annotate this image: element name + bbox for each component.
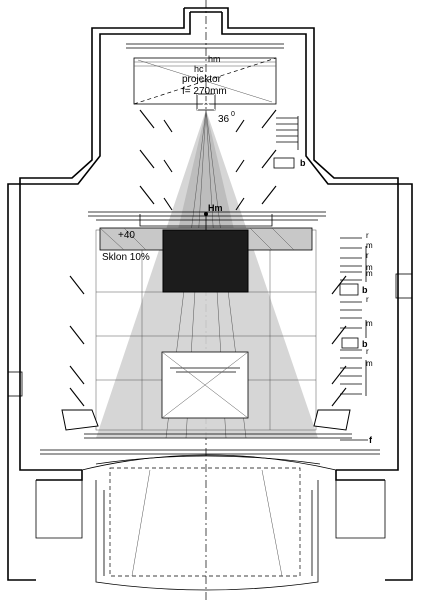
stage-outline [161, 351, 249, 419]
legend-letter: m [366, 269, 373, 278]
legend-letter: m [366, 263, 373, 272]
seat-row-left [69, 325, 85, 345]
label-b-top: b [300, 158, 306, 168]
label-f: f [369, 435, 373, 445]
seat-row-left [139, 185, 155, 205]
projection-screen [162, 229, 249, 293]
seat-row-right [331, 325, 347, 345]
seating-right [235, 109, 347, 407]
legend-letter: m [366, 359, 373, 368]
seat-row-left [69, 275, 85, 295]
label-elevation: +40 [118, 230, 135, 241]
legend-box-low [341, 337, 359, 349]
seat-row-left [139, 149, 155, 169]
seat-row-right [331, 365, 347, 385]
label-projector: projektor [182, 74, 222, 85]
seat-row-right [331, 387, 347, 407]
seat-row-left [163, 197, 173, 211]
seat-row-left [163, 159, 173, 173]
legend-letter: r [366, 295, 369, 304]
front-rail [40, 433, 380, 455]
label-focal: f= 270mm [182, 86, 227, 97]
seat-row-left [69, 387, 85, 407]
projection-room [126, 43, 284, 111]
label-screen-height: Hm [208, 203, 223, 213]
legend-letter: r [366, 251, 369, 260]
seat-row-left [163, 119, 173, 133]
front-speakers [61, 409, 351, 431]
side-legend [276, 116, 367, 396]
legend-letter: r [366, 231, 369, 240]
label-hc: hc [194, 64, 204, 74]
seat-row-left [139, 109, 155, 129]
legend-box-mid [339, 283, 359, 296]
seat-row-left [69, 365, 85, 385]
seat-row-right [261, 149, 277, 169]
lobby [35, 454, 386, 591]
seat-row-right [331, 275, 347, 295]
label-b-mid: b [362, 285, 368, 295]
legend-letter: m [366, 319, 373, 328]
legend-box-top [273, 157, 295, 169]
label-slope: Sklon 10% [102, 252, 150, 263]
seat-row-right [235, 159, 245, 173]
legend-letter: m [366, 241, 373, 250]
label-angle: 36 [218, 114, 230, 125]
seat-row-right [235, 197, 245, 211]
label-angle-unit: 0 [231, 111, 235, 118]
label-hm-top: hm [208, 54, 221, 64]
seat-row-right [261, 185, 277, 205]
label-b-low: b [362, 339, 368, 349]
legend-letter: r [366, 347, 369, 356]
seat-row-right [261, 109, 277, 129]
seating-left [69, 109, 173, 407]
seat-row-right [235, 119, 245, 133]
